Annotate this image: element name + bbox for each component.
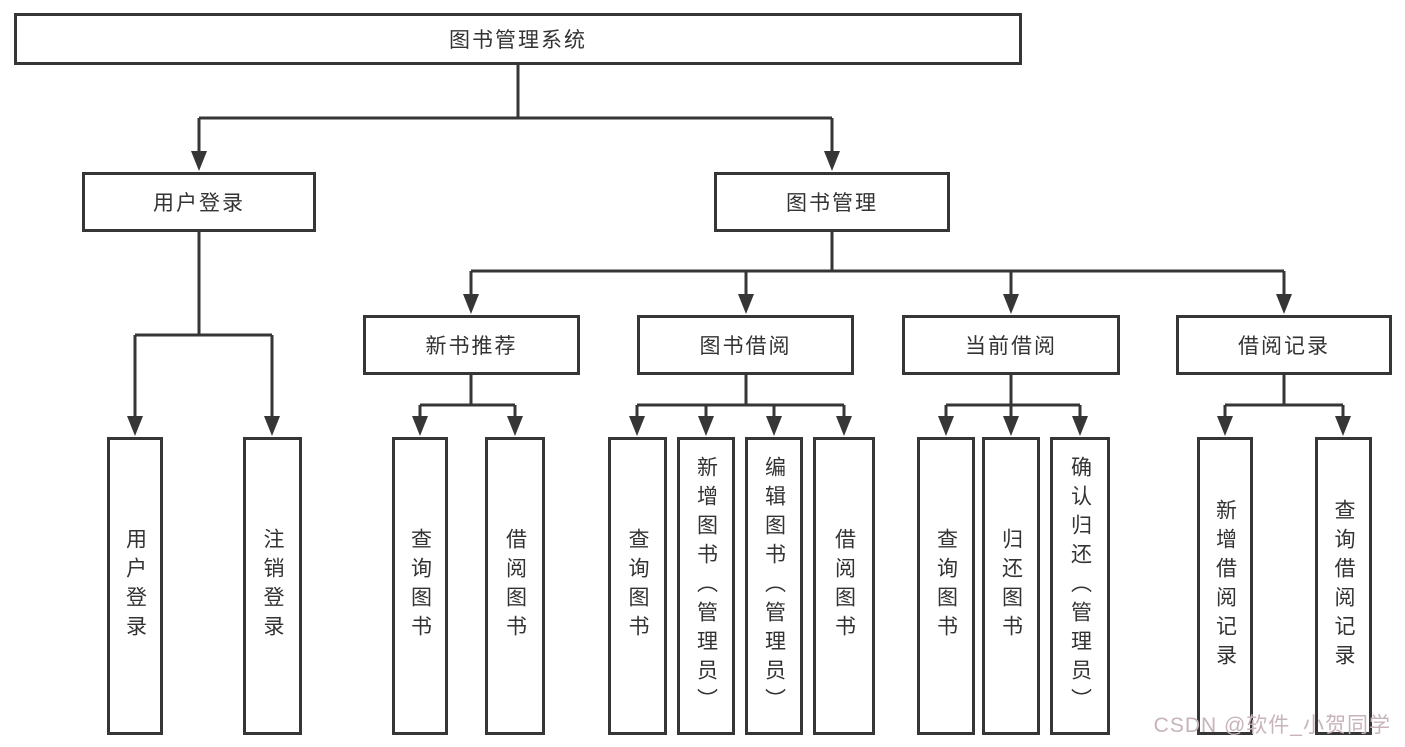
node-label: 用户登录 (123, 528, 147, 644)
connector-group-current-borrow (944, 374, 1082, 422)
arrow-down-icon (1217, 416, 1233, 436)
arrow-down-icon (938, 416, 954, 436)
arrow-down-icon (836, 416, 852, 436)
arrow-down-icon (629, 416, 645, 436)
node-label: 编辑图书（管理员） (762, 455, 786, 717)
leaf-add-borrow-record: 新增借阅记录 (1197, 437, 1253, 735)
node-label: 查询图书 (626, 528, 649, 644)
node-user-login: 用户登录 (82, 172, 316, 232)
node-new-book-recommend: 新书推荐 (363, 315, 580, 375)
node-borrow-records: 借阅记录 (1176, 315, 1392, 375)
connector-group-user-login (133, 232, 274, 422)
node-label: 图书借阅 (699, 335, 792, 358)
node-label: 查询借阅记录 (1332, 499, 1355, 673)
node-label: 新增图书（管理员） (694, 455, 718, 717)
arrow-down-icon (824, 151, 840, 171)
leaf-borrow-books: 借阅图书 (813, 437, 875, 735)
arrow-down-icon (738, 294, 754, 314)
arrow-down-icon (1003, 416, 1019, 436)
csdn-watermark: CSDN @软件_小贺同学 (1153, 714, 1391, 737)
arrow-down-icon (191, 151, 207, 171)
leaf-add-books-admin: 新增图书（管理员） (677, 437, 735, 735)
node-label: 图书管理 (786, 192, 878, 215)
node-label: 用户登录 (153, 192, 245, 215)
node-label: 查询图书 (408, 528, 432, 644)
connector-group-book-borrow (635, 374, 846, 422)
arrow-down-icon (264, 416, 280, 436)
arrow-down-icon (463, 294, 479, 314)
node-label: 确认归还（管理员） (1068, 455, 1092, 717)
arrow-down-icon (698, 416, 714, 436)
leaf-return-books: 归还图书 (982, 437, 1040, 735)
arrow-down-icon (1335, 416, 1351, 436)
node-label: 查询图书 (934, 528, 958, 644)
leaf-user-login: 用户登录 (107, 437, 163, 735)
arrow-down-icon (1003, 294, 1019, 314)
node-label: 新增借阅记录 (1213, 499, 1237, 673)
node-book-borrow: 图书借阅 (637, 315, 854, 375)
leaf-confirm-return-admin: 确认归还（管理员） (1050, 437, 1110, 735)
node-label: 新书推荐 (425, 335, 518, 358)
leaf-borrow-books-recommend: 借阅图书 (485, 437, 545, 735)
node-library-management-system: 图书管理系统 (14, 13, 1022, 65)
arrow-down-icon (412, 416, 428, 436)
leaf-logout: 注销登录 (243, 437, 302, 735)
connector-group-new-book (418, 374, 517, 422)
node-label: 当前借阅 (965, 335, 1057, 358)
node-current-borrow: 当前借阅 (902, 315, 1120, 375)
leaf-query-borrow-record: 查询借阅记录 (1315, 437, 1372, 735)
arrow-down-icon (1072, 416, 1088, 436)
node-label: 借阅记录 (1238, 335, 1330, 358)
leaf-query-books-recommend: 查询图书 (392, 437, 448, 735)
arrow-down-icon (507, 416, 523, 436)
connector-group-root (197, 65, 834, 156)
leaf-query-books-current: 查询图书 (917, 437, 975, 735)
node-label: 借阅图书 (503, 528, 527, 644)
node-book-management: 图书管理 (714, 172, 950, 232)
leaf-query-books-borrow: 查询图书 (608, 437, 667, 735)
node-label: 图书管理系统 (449, 29, 587, 52)
node-label: 借阅图书 (832, 528, 856, 644)
arrow-down-icon (766, 416, 782, 436)
connector-group-borrow-records (1223, 374, 1345, 422)
node-label: 注销登录 (261, 528, 284, 644)
node-label: 归还图书 (999, 528, 1023, 644)
leaf-edit-books-admin: 编辑图书（管理员） (745, 437, 803, 735)
arrow-down-icon (1276, 294, 1292, 314)
connector-group-book-management (469, 232, 1286, 300)
arrow-down-icon (127, 416, 143, 436)
